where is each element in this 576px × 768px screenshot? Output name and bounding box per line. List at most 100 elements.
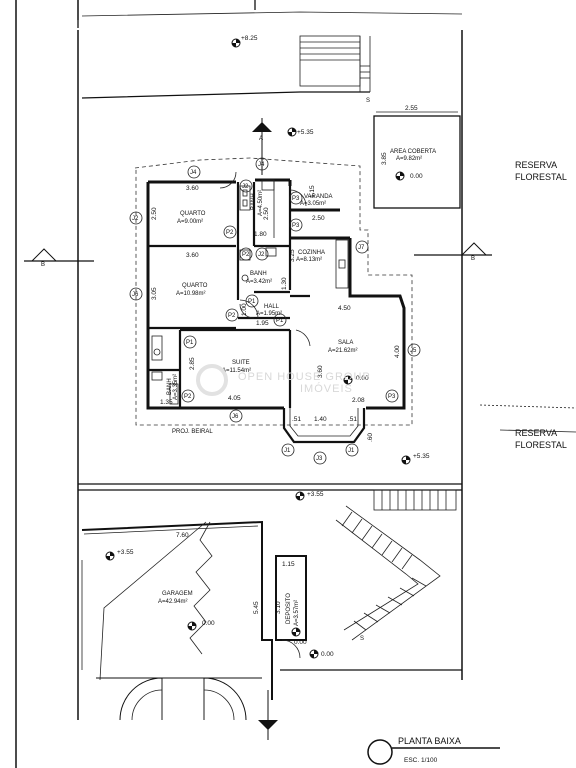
svg-text:A=1.95m²: A=1.95m² xyxy=(256,311,282,317)
svg-text:J5: J5 xyxy=(410,348,417,354)
svg-text:BANH: BANH xyxy=(251,193,257,210)
dimensions: 3.60 2.50 3.60 3.05 1.80 2.50 1.30 1.95 … xyxy=(151,185,401,442)
svg-text:J6: J6 xyxy=(132,292,139,298)
room-labels: QUARTO A=9.00m² QUARTO A=10.98m² SUITE A… xyxy=(167,190,358,400)
level-marker-sala: 0.00 xyxy=(343,375,369,385)
svg-text:P2: P2 xyxy=(242,252,250,258)
svg-text:J7: J7 xyxy=(358,245,365,251)
svg-text:A=10.98m²: A=10.98m² xyxy=(176,291,206,297)
svg-text:4.00: 4.00 xyxy=(394,345,401,358)
svg-text:P2: P2 xyxy=(184,394,192,400)
svg-text:J4: J4 xyxy=(258,162,265,168)
svg-text:A=9.00m²: A=9.00m² xyxy=(177,219,203,225)
svg-text:1.00: 1.00 xyxy=(241,303,248,316)
opening-tags: J4 J2 J6 P2 J2 J4 P3 P3 J7 P2 J2 P1 P2 P… xyxy=(129,157,421,465)
svg-text:3.60: 3.60 xyxy=(317,365,324,378)
eave-projection xyxy=(134,157,413,426)
svg-text:A=21.62m²: A=21.62m² xyxy=(328,348,358,354)
svg-text:A=9.82m²: A=9.82m² xyxy=(396,156,422,162)
elevation-marker-bottom: A xyxy=(258,690,278,740)
svg-text:2.85: 2.85 xyxy=(189,357,196,370)
svg-text:2.50: 2.50 xyxy=(151,207,158,220)
svg-text:0.00: 0.00 xyxy=(321,651,334,658)
svg-text:A: A xyxy=(265,723,269,729)
svg-text:S: S xyxy=(360,636,364,642)
svg-text:A=42.94m²: A=42.94m² xyxy=(158,599,188,605)
section-cut-left: B xyxy=(24,248,94,268)
svg-text:+5.35: +5.35 xyxy=(297,129,314,136)
svg-text:VARANDA: VARANDA xyxy=(304,194,333,200)
svg-text:1.15: 1.15 xyxy=(309,185,316,198)
svg-text:2.50: 2.50 xyxy=(312,215,325,222)
lower-stairs-upper xyxy=(373,489,457,511)
svg-text:J1: J1 xyxy=(348,448,355,454)
svg-text:A=3.42m²: A=3.42m² xyxy=(246,279,272,285)
svg-text:+8.25: +8.25 xyxy=(241,35,258,42)
eave-label: PROJ. BEIRAL xyxy=(172,429,213,435)
reserve-label-2: FLORESTAL xyxy=(515,172,567,182)
svg-text:1.15: 1.15 xyxy=(282,561,295,568)
svg-text:7.60: 7.60 xyxy=(176,532,189,539)
svg-text:+3.55: +3.55 xyxy=(307,491,324,498)
svg-text:QUARTO: QUARTO xyxy=(182,283,208,289)
svg-text:2.50: 2.50 xyxy=(263,207,270,220)
svg-text:0.00: 0.00 xyxy=(202,620,215,627)
svg-text:+3.55: +3.55 xyxy=(117,549,134,556)
title-block: PLANTA BAIXA ESC. 1/100 xyxy=(367,736,500,765)
svg-text:4.05: 4.05 xyxy=(228,395,241,402)
svg-text:P3: P3 xyxy=(388,394,396,400)
top-stairs: S xyxy=(299,35,371,104)
section-cut-right: B xyxy=(414,242,492,262)
diagonal-stairs: S xyxy=(335,505,441,642)
svg-text:A=8.13m²: A=8.13m² xyxy=(296,257,322,263)
svg-text:P3: P3 xyxy=(292,223,300,229)
svg-text:J2: J2 xyxy=(132,216,139,222)
svg-text:P2: P2 xyxy=(226,230,234,236)
svg-text:HALL: HALL xyxy=(264,304,280,310)
svg-text:BANH: BANH xyxy=(167,378,173,395)
svg-text:A=3.05m²: A=3.05m² xyxy=(300,201,326,207)
svg-text:J3: J3 xyxy=(316,456,323,462)
level-marker-top: +8.25 xyxy=(231,35,258,48)
reserve-label-2b: FLORESTAL xyxy=(515,440,567,450)
svg-text:.51: .51 xyxy=(292,416,301,423)
svg-text:J6: J6 xyxy=(232,414,239,420)
svg-text:3.25: 3.25 xyxy=(289,249,296,262)
svg-text:J4: J4 xyxy=(190,170,197,176)
svg-text:S: S xyxy=(366,98,370,104)
plan-scale: ESC. 1/100 xyxy=(404,757,438,764)
svg-text:A=3.35m²: A=3.35m² xyxy=(173,374,179,400)
svg-text:0.00: 0.00 xyxy=(294,639,307,646)
svg-text:3.10: 3.10 xyxy=(275,601,282,614)
svg-text:3.60: 3.60 xyxy=(186,185,199,192)
svg-text:P1: P1 xyxy=(276,318,284,324)
reserve-label-1: RESERVA xyxy=(515,160,557,170)
svg-text:OPEN HOUSE GROUP: OPEN HOUSE GROUP xyxy=(238,371,371,383)
svg-text:3.85: 3.85 xyxy=(381,152,388,165)
svg-text:1.95: 1.95 xyxy=(256,320,269,327)
fixtures xyxy=(151,171,349,405)
svg-text:SALA: SALA xyxy=(338,340,353,346)
svg-text:DEPOSITO: DEPOSITO xyxy=(286,593,292,624)
svg-text:1.35: 1.35 xyxy=(160,399,173,406)
plan-title: PLANTA BAIXA xyxy=(398,736,461,746)
svg-text:BANH: BANH xyxy=(250,271,267,277)
svg-text:2.55: 2.55 xyxy=(405,105,418,112)
svg-text:A: A xyxy=(259,136,263,142)
level-marker-street: +3.55 xyxy=(295,491,324,501)
svg-text:J2: J2 xyxy=(258,252,265,258)
svg-text:GARAGEM: GARAGEM xyxy=(162,591,193,597)
svg-text:0.00: 0.00 xyxy=(356,375,369,382)
svg-text:1.40: 1.40 xyxy=(314,416,327,423)
svg-text:.60: .60 xyxy=(367,433,374,442)
elevation-marker-top: A xyxy=(252,118,272,175)
level-marker-upper: +5.35 xyxy=(287,127,314,137)
svg-text:5.45: 5.45 xyxy=(253,601,260,614)
site-boundary xyxy=(15,0,463,768)
svg-text:1.30: 1.30 xyxy=(281,277,288,290)
svg-text:QUARTO: QUARTO xyxy=(180,211,206,217)
svg-text:AREA COBERTA: AREA COBERTA xyxy=(390,149,436,155)
svg-text:J2: J2 xyxy=(242,184,249,190)
svg-text:A=3.57m²: A=3.57m² xyxy=(294,600,300,626)
